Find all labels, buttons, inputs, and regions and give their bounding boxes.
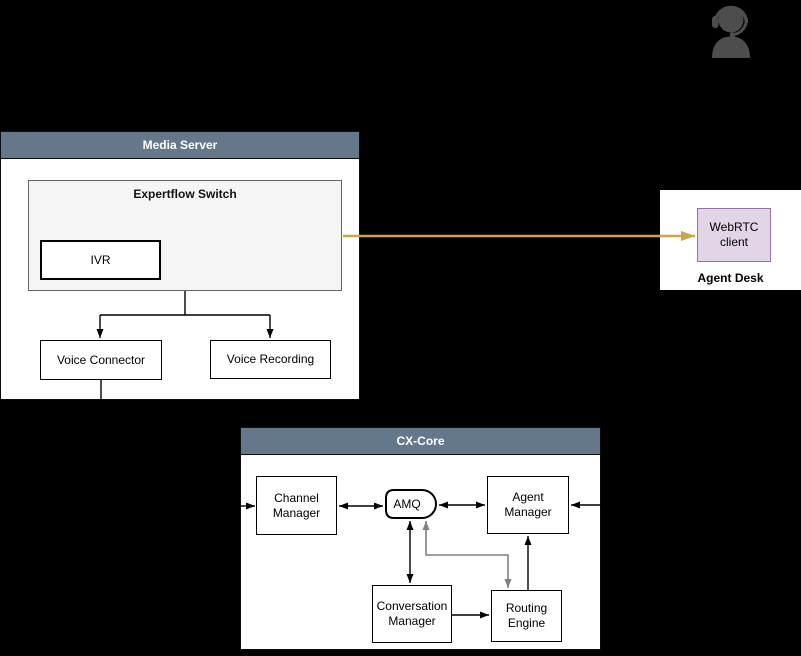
- expertflow-switch-label: Expertflow Switch: [133, 187, 237, 201]
- webrtc-client-label: WebRTC client: [709, 220, 759, 249]
- media-server-title: Media Server: [1, 132, 359, 159]
- call-center-agent-icon: [700, 0, 762, 58]
- routing-engine-label: Routing Engine: [505, 601, 548, 630]
- routing-engine-node: Routing Engine: [491, 590, 562, 642]
- voice-recording-node: Voice Recording: [210, 340, 331, 379]
- amq-node: AMQ: [385, 489, 437, 519]
- webrtc-client-node: WebRTC client: [697, 208, 771, 262]
- agent-manager-label: Agent Manager: [504, 490, 552, 519]
- voice-recording-label: Voice Recording: [226, 352, 315, 366]
- voice-connector-node: Voice Connector: [40, 340, 162, 380]
- voice-connector-label: Voice Connector: [56, 352, 146, 367]
- agent-desk-title: Agent Desk: [697, 271, 764, 285]
- ivr-node: IVR: [40, 240, 161, 280]
- conversation-manager-node: Conversation Manager: [372, 585, 452, 643]
- channel-manager-node: Channel Manager: [256, 476, 337, 535]
- conversation-manager-label: Conversation Manager: [376, 599, 448, 628]
- amq-label: AMQ: [393, 497, 421, 511]
- agent-manager-node: Agent Manager: [487, 476, 569, 534]
- amq-queue-shape: [385, 489, 437, 519]
- channel-manager-label: Channel Manager: [272, 490, 321, 520]
- ivr-label: IVR: [90, 252, 111, 267]
- cx-core-title: CX-Core: [241, 428, 600, 455]
